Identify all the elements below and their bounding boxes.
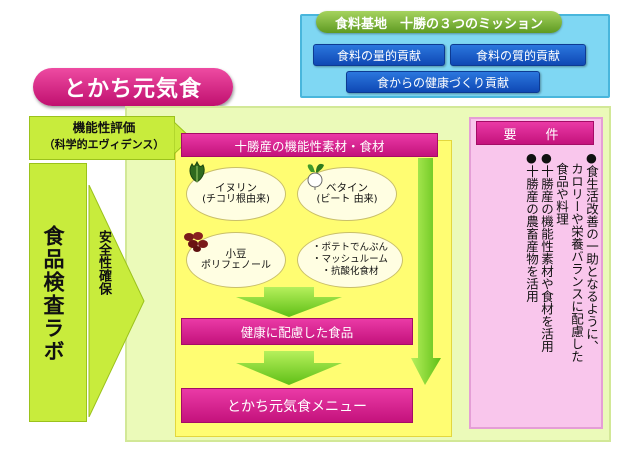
mission-title: 食料基地 十勝の３つのミッション [316,11,562,33]
mission-item-quantity: 食料の量的貢献 [313,44,445,66]
flow-arrow-1 [236,287,342,317]
lab-column [29,163,87,422]
material-azuki-note: ポリフェノール [201,260,271,271]
safety-arrow [88,185,145,417]
evaluation-label-line2: （科学的エヴィデンス） [43,138,165,151]
requirement-line-2: カロリーや栄養バランスに配慮した [569,150,584,363]
evaluation-block [29,116,175,160]
materials-bar: 十勝産の機能性素材・食材 [181,133,438,157]
material-azuki: 小豆 ポリフェノール [186,232,286,288]
material-other-mushroom: ・マッシュルーム [312,254,388,265]
requirement-line-3: 食品や料理 [554,150,569,226]
beet-icon [307,163,324,190]
main-title: とかち元気食 [33,68,233,106]
requirements-panel [469,117,603,429]
healthy-food-bar: 健康に配慮した食品 [181,318,413,345]
menu-bar: とかち元気食メニュー [181,388,413,423]
requirement-line-1: ●食生活改善の一助となるように、 [584,150,599,353]
mission-item-quality: 食料の質的貢献 [450,44,586,66]
material-azuki-name: 小豆 [225,248,247,260]
requirement-line-5: ●十勝産の農畜産物を活用 [524,150,539,303]
lab-label: 食品検査ラボ [41,225,65,363]
flow-arrow-2 [236,351,342,385]
material-betaine-name: ベタイン [326,182,368,194]
flow-arrow-right [411,158,441,385]
chicory-leaf-icon [189,160,205,183]
material-other-potato: ・ポテトでんぷん [311,242,388,253]
safety-label: 安全性確保 [96,230,111,295]
material-betaine-note: (ビート 由来) [316,194,378,205]
requirements-title: 要 件 [476,121,594,145]
material-other-antioxidant: ・抗酸化食材 [321,266,379,277]
material-inulin-note: (チコリ根由来) [202,194,270,205]
mission-item-health: 食からの健康づくり貢献 [346,71,540,93]
material-others: ・ポテトでんぷん ・マッシュルーム ・抗酸化食材 [297,232,403,288]
requirement-line-4: ●十勝産の機能性素材や食材を活用 [539,150,554,353]
material-inulin-name: イヌリン [215,182,257,194]
requirements-text: ●食生活改善の一助となるように、 カロリーや栄養バランスに配慮した 食品や料理 … [473,150,599,418]
evaluation-label: 機能性評価 （科学的エヴィデンス） [34,119,174,153]
azuki-beans-icon [184,232,208,252]
evaluation-label-line1: 機能性評価 [72,120,136,135]
